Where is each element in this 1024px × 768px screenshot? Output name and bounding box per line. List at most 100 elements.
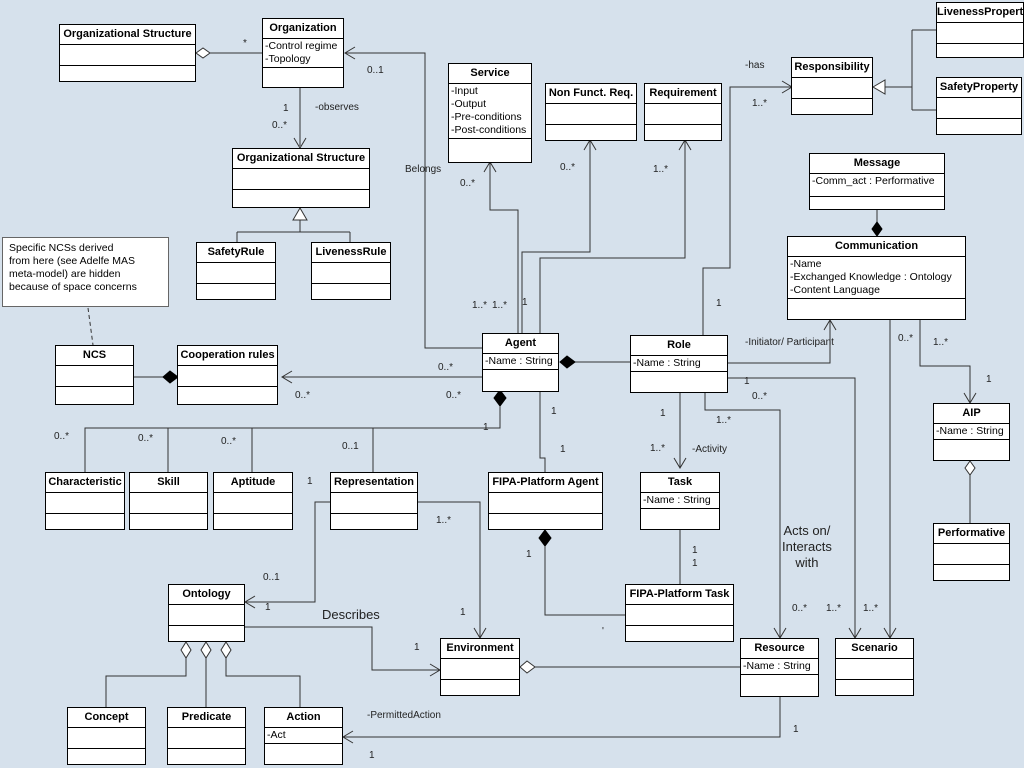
class-communication[interactable]: Communication -Name -Exchanged Knowledge… [787,236,966,320]
attribute: -Name : String [936,425,1004,437]
class-action[interactable]: Action -Act [264,707,343,765]
class-environment[interactable]: Environment [440,638,520,696]
class-liveness-rule[interactable]: LivenessRule [311,242,391,300]
class-name: Scenario [836,639,913,659]
class-name: LivenessPropert [937,3,1023,23]
class-cooperation-rules[interactable]: Cooperation rules [177,345,278,405]
class-attributes [130,493,207,514]
class-attributes [331,493,417,514]
class-name: Service [449,64,531,84]
class-fipa-platform-agent[interactable]: FIPA-Platform Agent [488,472,603,530]
class-safety-property[interactable]: SafetyProperty [936,77,1022,135]
class-attributes: -Name : String [741,659,818,675]
multiplicity-label: 1 [660,408,666,419]
multiplicity-label: 0..1 [342,441,359,452]
class-organizational-structure-top[interactable]: Organizational Structure [59,24,196,82]
class-name: Non Funct. Req. [546,84,636,104]
class-attributes [46,493,124,514]
class-ontology[interactable]: Ontology [168,584,245,642]
class-performative[interactable]: Performative [933,523,1010,581]
class-aip[interactable]: AIP -Name : String [933,403,1010,461]
multiplicity-label: 0..* [560,162,576,173]
class-attributes [792,78,872,99]
attribute: -Post-conditions [451,124,527,136]
multiplicity-label: 1 [265,602,271,613]
class-attributes [937,98,1021,119]
class-name: Organization [263,19,343,39]
multiplicity-label: 0..* [898,333,914,344]
attribute: -Input [451,85,478,97]
role-label: -observes [315,102,359,113]
class-agent[interactable]: Agent -Name : String [482,333,559,392]
multiplicity-label: 1 [692,558,698,569]
multiplicity-label: 1 [522,297,528,308]
attribute: -Name [790,258,822,270]
class-safety-rule[interactable]: SafetyRule [196,242,276,300]
class-name: Representation [331,473,417,493]
class-attributes [489,493,602,514]
class-attributes [169,605,244,626]
multiplicity-label: 1 [716,298,722,309]
class-concept[interactable]: Concept [67,707,146,765]
class-attributes: -Name : String [483,354,558,370]
class-attributes [645,104,721,125]
class-non-funct-req[interactable]: Non Funct. Req. [545,83,637,141]
attribute: -Name : String [643,494,711,506]
class-name: Resource [741,639,818,659]
multiplicity-label: 1..* [436,515,452,526]
class-attributes [937,23,1023,44]
class-attributes: -Name : String [934,424,1009,440]
class-liveness-property[interactable]: LivenessPropert [936,2,1024,58]
class-name: FIPA-Platform Task [626,585,733,605]
class-message[interactable]: Message -Comm_act : Performative [809,153,945,210]
multiplicity-label: 1 [551,406,557,417]
class-name: Ontology [169,585,244,605]
class-fipa-platform-task[interactable]: FIPA-Platform Task [625,584,734,642]
class-name: SafetyProperty [937,78,1021,98]
class-organization[interactable]: Organization -Control regime -Topology [262,18,344,88]
class-responsibility[interactable]: Responsibility [791,57,873,115]
multiplicity-label: 0..1 [263,572,280,583]
class-requirement[interactable]: Requirement [644,83,722,141]
class-ncs[interactable]: NCS [55,345,134,405]
class-role[interactable]: Role -Name : String [630,335,728,393]
multiplicity-label: 1 [692,545,698,556]
multiplicity-label: * [243,38,247,49]
class-attributes [56,366,133,387]
multiplicity-label: 0..* [138,433,154,444]
class-attributes [168,728,245,749]
attribute: -Comm_act : Performative [812,175,935,187]
multiplicity-label: 1..* [826,603,842,614]
class-predicate[interactable]: Predicate [167,707,246,765]
class-scenario[interactable]: Scenario [835,638,914,696]
role-label: -Activity [692,444,727,455]
class-organizational-structure-mid[interactable]: Organizational Structure [232,148,370,208]
multiplicity-label: 1 [526,549,532,560]
class-representation[interactable]: Representation [330,472,418,530]
class-name: Organizational Structure [60,25,195,45]
class-name: Task [641,473,719,493]
class-name: NCS [56,346,133,366]
class-skill[interactable]: Skill [129,472,208,530]
class-attributes: -Act [265,728,342,744]
class-service[interactable]: Service -Input -Output -Pre-conditions -… [448,63,532,163]
class-aptitude[interactable]: Aptitude [213,472,293,530]
multiplicity-label: 0..* [460,178,476,189]
class-resource[interactable]: Resource -Name : String [740,638,819,697]
multiplicity-label: 1 [483,422,489,433]
multiplicity-label: 1 [414,642,420,653]
attribute: -Exchanged Knowledge : Ontology [790,271,952,283]
class-attributes [626,605,733,626]
class-task[interactable]: Task -Name : String [640,472,720,530]
multiplicity-label: 0..* [446,390,462,401]
class-name: Skill [130,473,207,493]
multiplicity-label: 0..* [752,391,768,402]
class-name: Role [631,336,727,356]
multiplicity-label: 1 [560,444,566,455]
class-name: Agent [483,334,558,354]
class-characteristic[interactable]: Characteristic [45,472,125,530]
multiplicity-label: 1..* [752,98,768,109]
multiplicity-label: 0..* [54,431,70,442]
association-label: Acts on/ Interacts with [782,523,832,570]
